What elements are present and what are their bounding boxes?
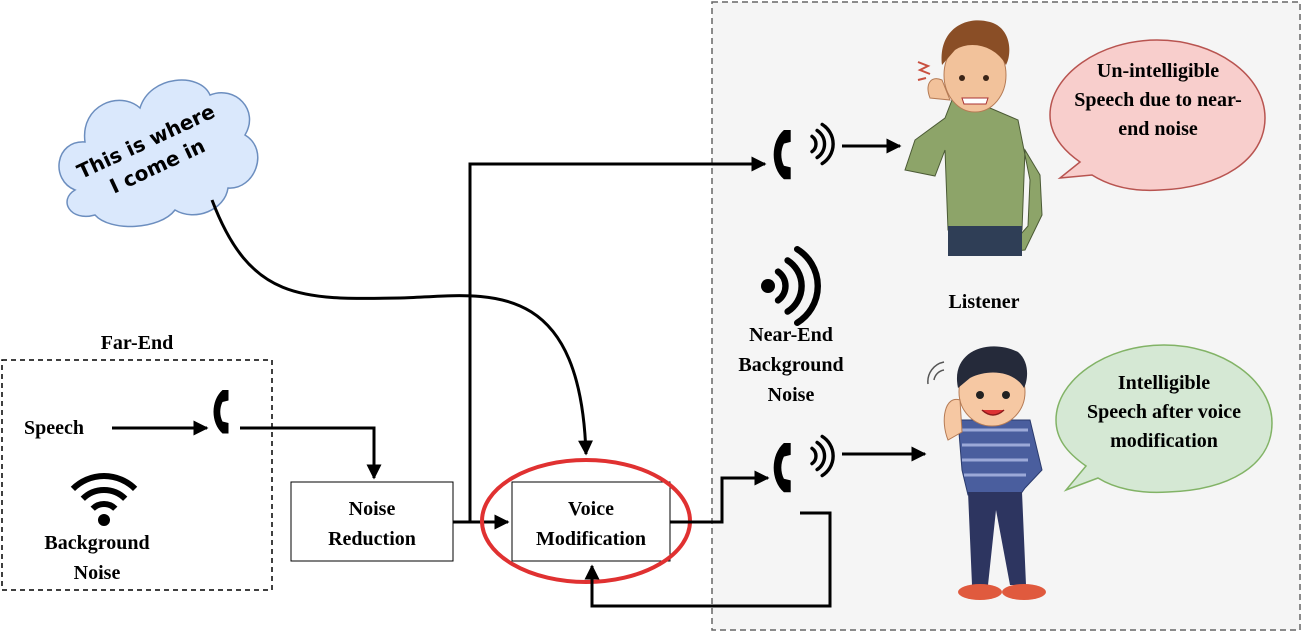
listener-label: Listener [948,291,1019,313]
bypass-to-top-phone-arrow [468,156,767,522]
near-end-noise-label-3: Noise [768,384,815,406]
feedback-loop-arrow [584,511,832,608]
intelligible-speech-bubble [1055,344,1273,494]
phone-to-noise-reduction-arrow [240,426,382,480]
background-noise-label-1: Background [44,532,149,554]
cloud-to-voice-arrow [210,199,594,456]
voice-modification-label-1: Voice [568,498,614,520]
noise-reduction-box [290,481,454,562]
stressed-listener-illustration [904,20,1043,256]
voice-modification-label-2: Modification [536,528,646,550]
voice-modification-box [511,481,671,562]
intelligible-bubble-text-2: Speech after voice [1087,401,1241,423]
far-end-region [1,359,273,591]
far-end-phone-icon [213,390,229,434]
intelligible-bubble-text-1: Intelligible [1118,372,1210,394]
near-end-noise-icon [761,249,818,323]
noise-reduction-label-1: Noise [349,498,396,520]
intelligible-bubble-text-3: modification [1110,430,1218,452]
background-noise-icon [70,473,138,526]
voice-to-bottom-phone-arrow [670,470,770,524]
background-noise-label-2: Noise [74,562,121,584]
unintelligible-bubble-text-2: Speech due to near- [1074,89,1242,111]
unintelligible-bubble-text-1: Un-intelligible [1097,60,1219,82]
far-end-title: Far-End [101,332,174,354]
unintelligible-bubble-text-3: end noise [1118,118,1198,140]
happy-listener-illustration [927,346,1046,600]
speech-label: Speech [24,417,84,439]
cloud-shape [58,79,259,228]
near-end-noise-label-1: Near-End [749,324,833,346]
unintelligible-speech-bubble [1049,39,1266,192]
noise-reduction-label-2: Reduction [328,528,416,550]
near-end-noise-label-2: Background [738,354,843,376]
